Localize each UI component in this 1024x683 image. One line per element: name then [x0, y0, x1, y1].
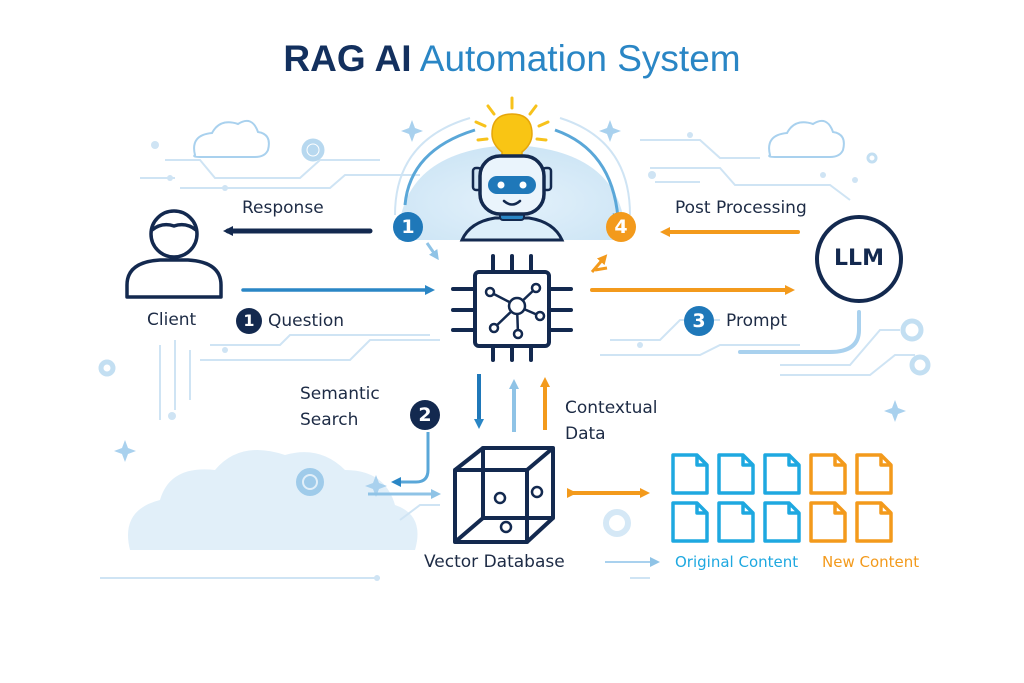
question-step-badge: 1 [236, 308, 262, 334]
chip-icon [451, 254, 573, 362]
cube-icon [453, 446, 555, 544]
arc-right-arrow [554, 128, 623, 223]
documents-grid [671, 453, 893, 543]
title-part-1: RAG AI [283, 38, 412, 79]
original-document-icon [717, 453, 755, 495]
llm-return-line [738, 310, 861, 354]
original-document-icon [671, 501, 709, 543]
network-icon [484, 282, 546, 340]
new-content-label: New Content [822, 553, 920, 571]
semantic-search-label-line2: Search [300, 410, 359, 430]
original-document-icon [763, 453, 801, 495]
robot-icon [459, 154, 565, 242]
semantic-search-label-line1: Semantic [300, 384, 380, 404]
question-label: Question [268, 311, 345, 331]
new-document-icon [809, 453, 847, 495]
gear-icon [98, 359, 116, 377]
gear-icon [866, 152, 878, 164]
original-content-label: Original Content [675, 553, 799, 571]
page-title: RAG AI Automation System [0, 38, 1024, 80]
circuit-dots [151, 132, 858, 581]
gear-icon [301, 138, 325, 162]
cloud-icon [193, 119, 270, 158]
cloud-icon [768, 119, 845, 158]
gear-icon [909, 354, 931, 376]
contextual-data-label-line2: Data [565, 424, 606, 444]
client-label: Client [147, 310, 197, 330]
vector-database-label: Vector Database [424, 552, 565, 572]
circuit-decoration [100, 139, 915, 579]
new-document-icon [809, 501, 847, 543]
user-icon [125, 209, 223, 299]
response-label: Response [242, 198, 324, 218]
cube-points [493, 485, 544, 534]
semantic-search-connector [391, 432, 430, 487]
gear-icon [603, 509, 631, 537]
post-processing-label: Post Processing [675, 198, 807, 218]
new-document-icon [855, 501, 893, 543]
llm-node: LLM [815, 215, 903, 303]
original-document-icon [671, 453, 709, 495]
original-document-icon [717, 501, 755, 543]
sparkle-icons [114, 120, 906, 497]
gear-icon [900, 318, 924, 342]
new-document-icon [855, 453, 893, 495]
semantic-search-step-badge: 2 [410, 400, 440, 430]
cloud-background [128, 450, 418, 550]
contextual-data-label-line1: Contextual [565, 398, 658, 418]
prompt-label: Prompt [726, 311, 787, 331]
arc-left-arrow [403, 128, 476, 206]
response-step-badge: 1 [393, 212, 423, 242]
title-part-2: Automation System [419, 38, 741, 79]
original-document-icon [763, 501, 801, 543]
prompt-step-badge: 3 [684, 306, 714, 336]
post-processing-step-badge: 4 [606, 212, 636, 242]
gear-icon [296, 468, 324, 496]
